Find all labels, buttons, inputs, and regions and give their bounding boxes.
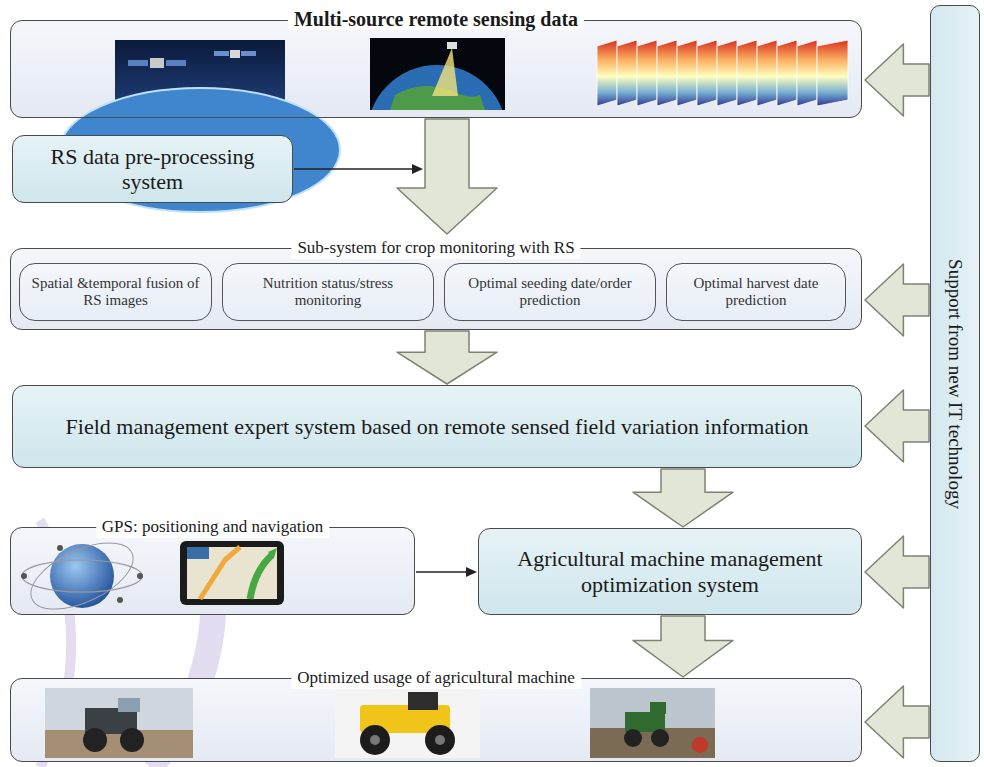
block-arrow: [865, 44, 929, 116]
band-fill: [10, 527, 415, 615]
process-box: Agricultural machine management optimiza…: [478, 528, 862, 615]
thin-arrow: [416, 567, 477, 577]
block-arrow: [397, 331, 497, 384]
band-heading: Sub-system for crop monitoring with RS: [291, 237, 580, 259]
band-heading: GPS: positioning and navigation: [96, 516, 329, 538]
band-fill: [10, 248, 862, 330]
thin-arrow: [294, 164, 423, 174]
node-label: Optimal seeding date/order prediction: [453, 275, 647, 310]
subsystem-band: Sub-system for crop monitoring with RSSp…: [10, 248, 862, 330]
node-label: Support from new IT technology: [944, 259, 966, 509]
process-box: RS data pre-processing system: [12, 135, 293, 203]
node-label: Optimal harvest date prediction: [675, 275, 837, 310]
block-arrow: [397, 119, 497, 234]
process-box: Field management expert system based on …: [12, 385, 862, 468]
node-label: Nutrition status/stress monitoring: [231, 275, 425, 310]
band-fill: [10, 678, 862, 762]
tractor-photo: [335, 688, 480, 758]
block-arrow: [865, 390, 929, 462]
node-label: Agricultural machine management optimiza…: [489, 546, 851, 597]
gps-band: GPS: positioning and navigation: [10, 527, 415, 615]
node-label: RS data pre-processing system: [23, 144, 282, 195]
tractor-photo: [45, 688, 193, 758]
machine-band: Optimized usage of agricultural machine: [10, 678, 862, 762]
block-arrow: [865, 686, 929, 758]
block-arrow: [865, 536, 929, 608]
module-pill: Nutrition status/stress monitoring: [222, 263, 434, 321]
hyperspectral-stack: [597, 40, 848, 106]
block-arrow: [633, 616, 733, 677]
gps-globe: [21, 529, 143, 623]
module-pill: Optimal harvest date prediction: [666, 263, 846, 321]
node-label: Field management expert system based on …: [66, 414, 809, 439]
tractor-photo: [590, 688, 715, 758]
module-pill: Spatial &temporal fusion of RS images: [19, 263, 212, 321]
earth-image: [370, 38, 505, 110]
band-heading: Optimized usage of agricultural machine: [291, 667, 581, 689]
band-heading: Multi-source remote sensing data: [288, 8, 584, 30]
gps-device: [180, 541, 284, 605]
module-pill: Optimal seeding date/order prediction: [444, 263, 656, 321]
support-bar: Support from new IT technology: [930, 5, 980, 762]
source-band: Multi-source remote sensing data: [10, 20, 862, 118]
node-label: Spatial &temporal fusion of RS images: [28, 275, 203, 310]
block-arrow: [865, 264, 929, 336]
block-arrow: [633, 469, 733, 527]
